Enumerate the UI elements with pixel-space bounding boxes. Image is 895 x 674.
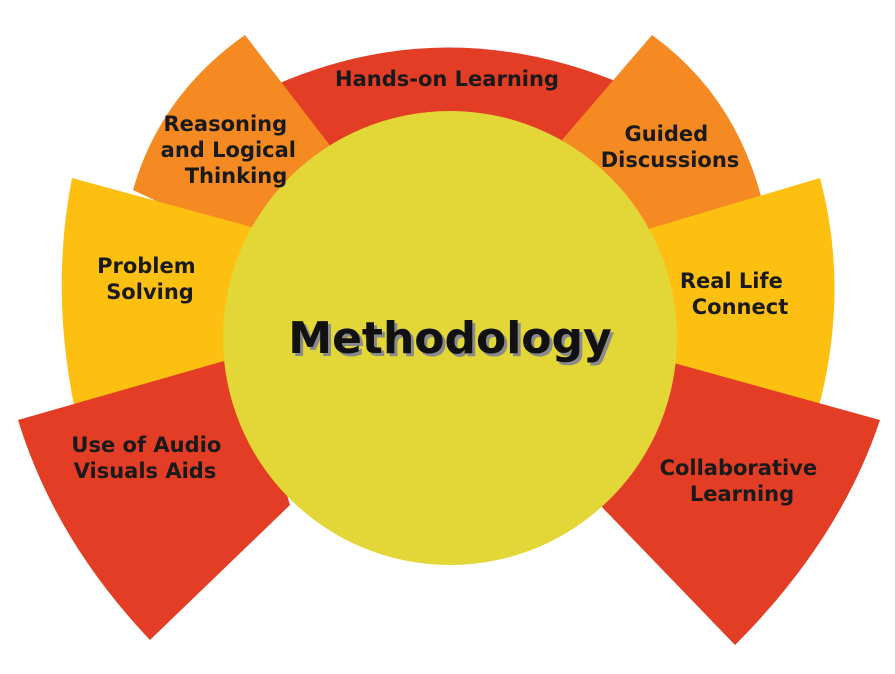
label-problem-solving: Problem Solving — [97, 254, 203, 304]
center-title: Methodology — [288, 313, 611, 364]
label-line: Visuals Aids — [74, 459, 217, 483]
segment-real-life-connect — [645, 178, 835, 410]
center-title-shadow: Methodology — [291, 316, 614, 367]
label-line: Discussions — [601, 148, 740, 172]
label-line: Real Life — [680, 269, 783, 293]
label-line: Solving — [106, 280, 194, 304]
label-line: and Logical — [161, 138, 296, 162]
label-line: Thinking — [185, 164, 288, 188]
segment-collaborative-learning — [600, 355, 880, 645]
label-line: Connect — [692, 295, 788, 319]
label-line: Collaborative — [660, 456, 818, 480]
label-audio-visual-aids: Use of Audio Visuals Aids — [71, 433, 228, 483]
label-line: Hands-on Learning — [335, 67, 559, 91]
label-line: Use of Audio — [71, 433, 221, 457]
center-circle — [223, 111, 677, 565]
label-guided-discussions: Guided Discussions — [601, 122, 740, 172]
segment-problem-solving — [61, 178, 261, 410]
label-line: Problem — [97, 254, 196, 278]
label-hands-on-learning: Hands-on Learning — [335, 67, 559, 91]
label-line: Learning — [690, 482, 794, 506]
label-collaborative-learning: Collaborative Learning — [660, 456, 825, 506]
label-line: Guided — [624, 122, 708, 146]
label-line: Reasoning — [164, 112, 288, 136]
label-reasoning: Reasoning and Logical Thinking — [161, 112, 304, 188]
label-real-life-connect: Real Life Connect — [680, 269, 790, 319]
segment-audio-visual-aids — [18, 355, 290, 640]
